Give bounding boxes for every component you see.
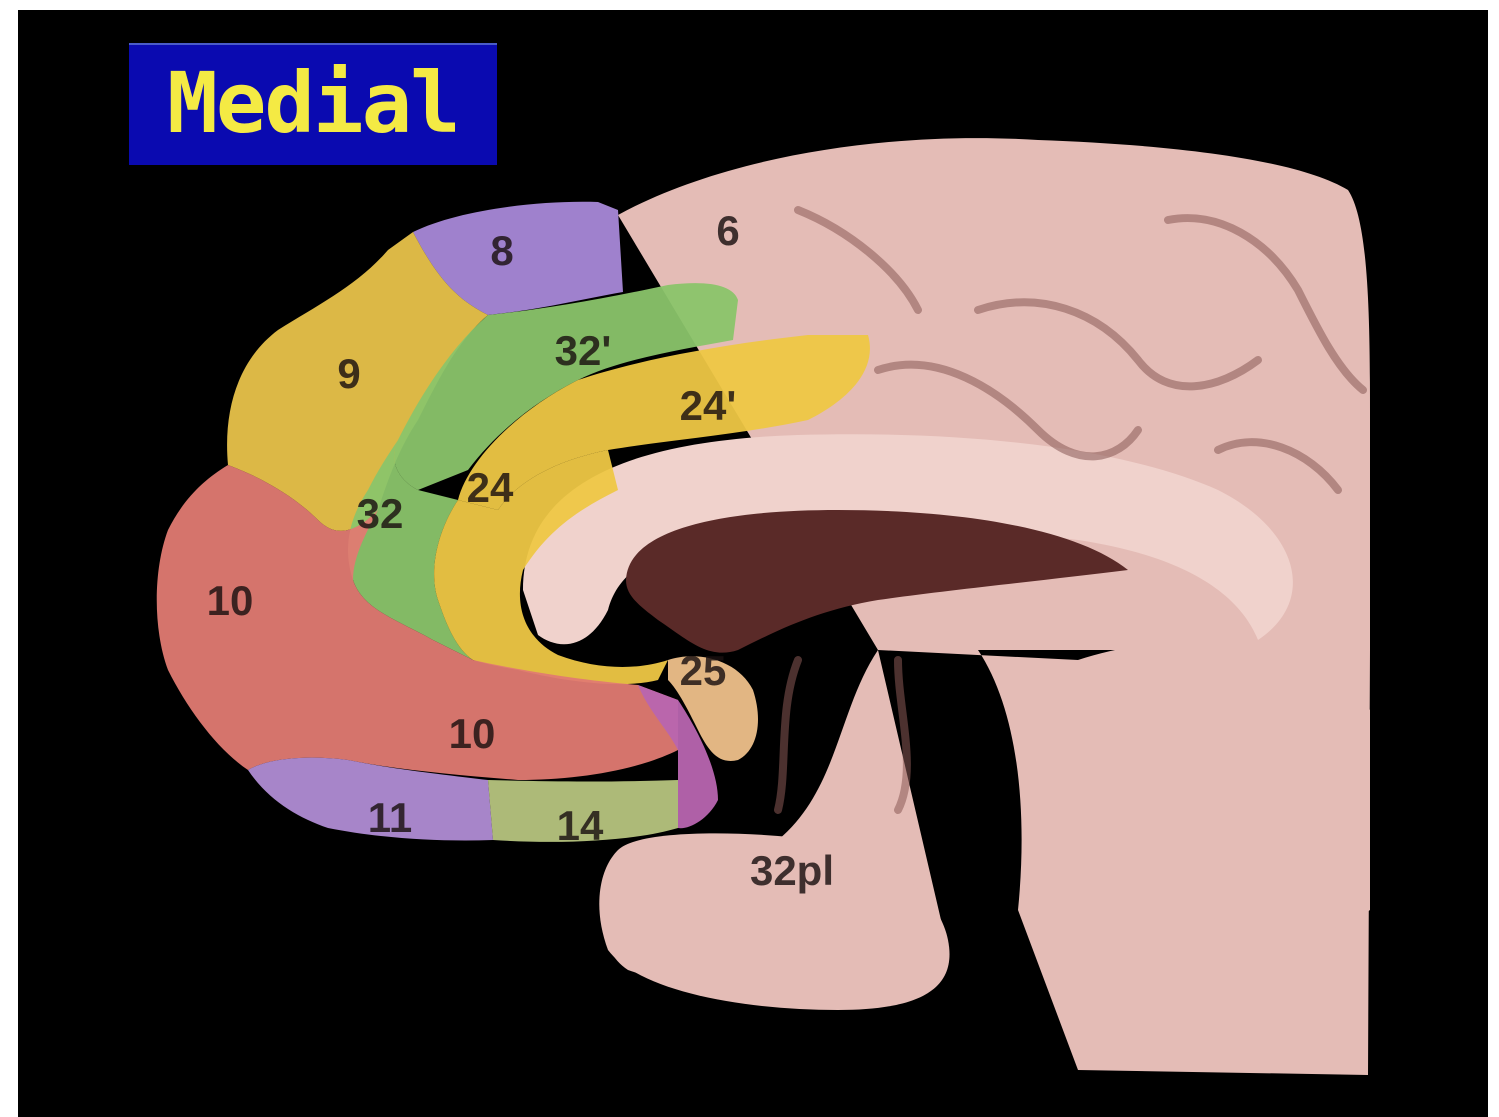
figure-title: Medial <box>167 61 458 145</box>
brain-medial-section: 6 8 9 32' 24' 24 32 10 10 25 11 14 32pl <box>18 10 1488 1117</box>
label-area-6: 6 <box>716 207 739 254</box>
figure-panel: 6 8 9 32' 24' 24 32 10 10 25 11 14 32pl … <box>18 10 1488 1117</box>
title-box: Medial <box>129 43 497 165</box>
label-area-11: 11 <box>368 794 412 841</box>
label-area-24: 24 <box>467 464 514 511</box>
label-area-10-upper: 10 <box>207 577 254 624</box>
label-area-24-prime: 24' <box>680 382 737 429</box>
label-area-25: 25 <box>680 647 727 694</box>
label-area-9: 9 <box>337 350 360 397</box>
label-area-32-prime: 32' <box>555 327 612 374</box>
cerebellum <box>1154 676 1370 935</box>
label-area-8: 8 <box>490 227 513 274</box>
label-area-32: 32 <box>357 490 404 537</box>
label-area-14: 14 <box>557 802 604 849</box>
label-area-32pl: 32pl <box>750 847 834 894</box>
label-area-10-lower: 10 <box>449 710 496 757</box>
